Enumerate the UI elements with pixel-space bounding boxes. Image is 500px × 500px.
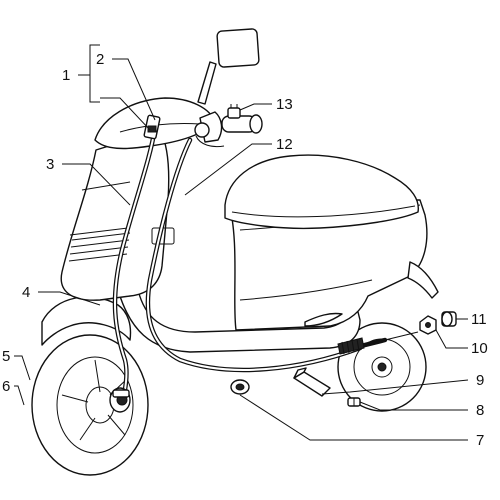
callout-9: 9 (476, 372, 484, 389)
brake-cables (112, 125, 363, 398)
callout-6: 6 (2, 378, 10, 395)
rear-body (227, 199, 428, 331)
callout-2: 2 (96, 51, 104, 68)
part-bracket (293, 367, 331, 397)
callout-7: 7 (476, 432, 484, 449)
part-grommet (230, 379, 250, 395)
callout-11: 11 (471, 311, 487, 328)
front-wheel (31, 334, 149, 476)
leg-shield (60, 129, 170, 301)
part-adjuster-cap (441, 311, 457, 327)
tail-fin (407, 261, 439, 299)
callout-10: 10 (471, 340, 488, 357)
callout-4: 4 (22, 284, 30, 301)
callout-1: 1 (62, 67, 70, 84)
handle-grip (199, 111, 263, 143)
rear-cable-adjuster (337, 331, 419, 355)
leader-lines (14, 44, 469, 441)
brake-lever-right (194, 122, 225, 148)
callout-3: 3 (46, 156, 54, 173)
part-nut (419, 315, 437, 335)
callout-5: 5 (2, 348, 10, 365)
callout-13: 13 (276, 96, 293, 113)
seat (224, 154, 419, 230)
callout-labels: 1 2 3 4 5 6 7 8 9 10 11 12 13 (2, 51, 488, 449)
mirror (197, 28, 260, 105)
part-bolt (347, 397, 361, 407)
callout-8: 8 (476, 402, 484, 419)
part-switch (227, 104, 241, 119)
front-hub-brake (109, 387, 131, 413)
callout-12: 12 (276, 136, 293, 153)
